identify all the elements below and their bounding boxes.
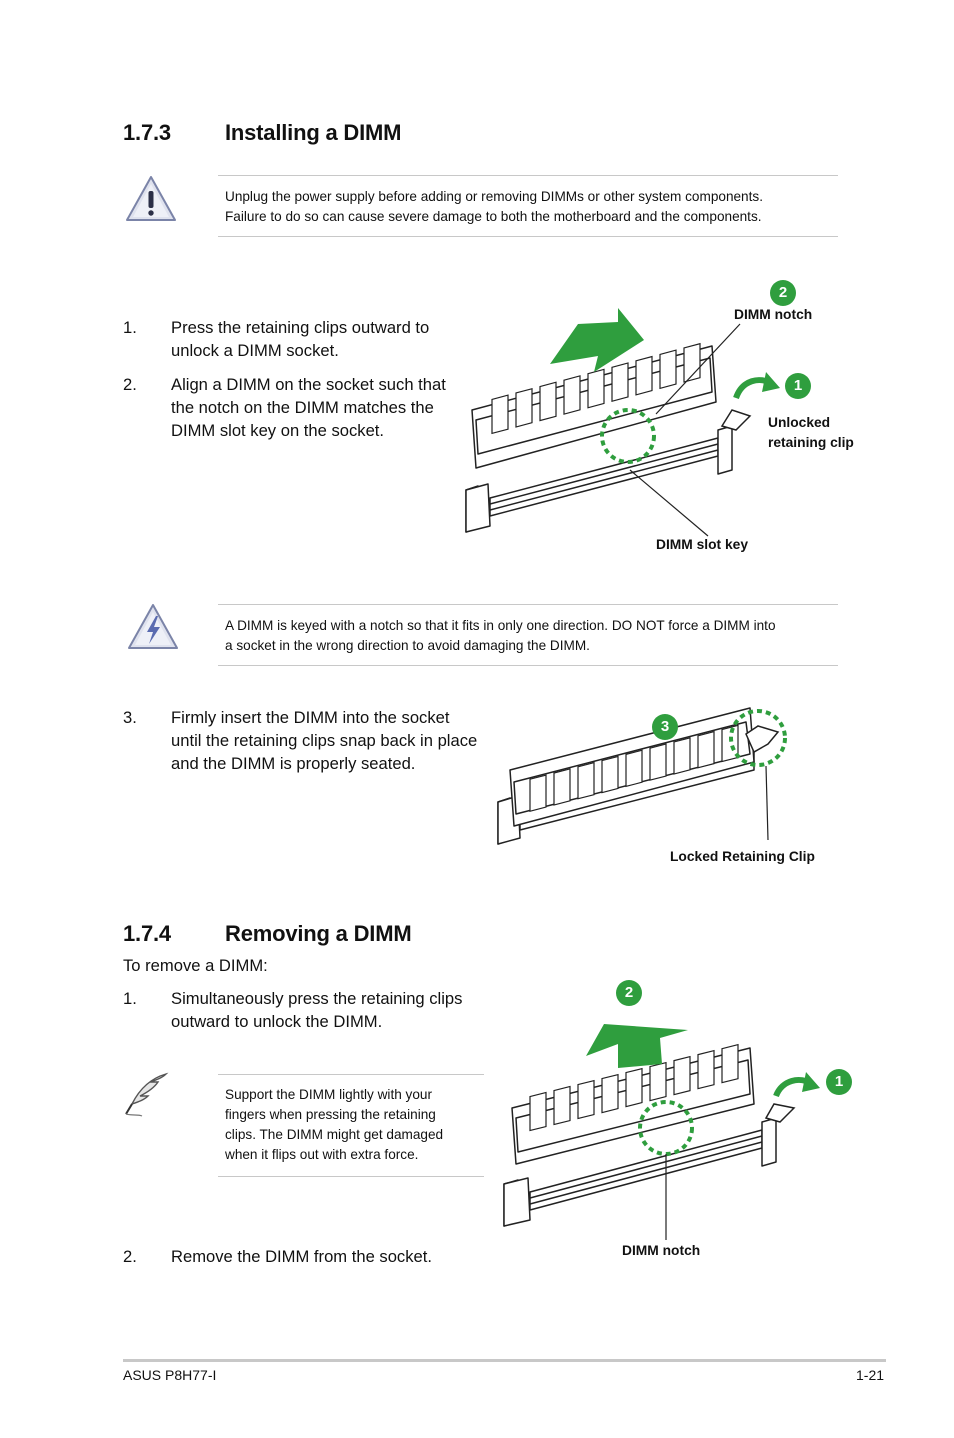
unlocked-clip-label-2: retaining clip	[768, 435, 854, 450]
support-line-2: fingers when pressing the retaining	[225, 1107, 436, 1122]
section-title: Installing a DIMM	[225, 120, 402, 145]
support-line-1: Support the DIMM lightly with your	[225, 1087, 433, 1102]
step-line: Align a DIMM on the socket such that	[171, 375, 446, 394]
caution-line-2: a socket in the wrong direction to avoid…	[225, 638, 590, 653]
dimm-remove-figure	[503, 1024, 820, 1240]
step-line: Firmly insert the DIMM into the socket	[171, 708, 450, 727]
step-line: outward to unlock the DIMM.	[171, 1012, 383, 1031]
step-line: DIMM slot key on the socket.	[171, 421, 385, 440]
section-heading-1-7-4: 1.7.4 Removing a DIMM	[123, 921, 623, 949]
footer-product: ASUS P8H77-I	[123, 1367, 217, 1383]
support-line-3: clips. The DIMM might get damaged	[225, 1127, 444, 1142]
dimm-notch-label: DIMM notch	[622, 1243, 701, 1258]
section-heading-1-7-3: 1.7.3 Installing a DIMM	[123, 120, 623, 148]
footer-rule	[123, 1359, 886, 1362]
caution-line-1: A DIMM is keyed with a notch so that it …	[225, 618, 776, 633]
step-number: 2.	[123, 1247, 137, 1266]
badge-2: 2	[616, 980, 642, 1006]
step-line: the notch on the DIMM matches the	[171, 398, 434, 417]
step-number: 2.	[123, 375, 137, 394]
section-number: 1.7.3	[123, 120, 171, 145]
dimm-install-figure	[465, 308, 780, 537]
install-step-2: 2. Align a DIMM on the socket such that …	[123, 373, 473, 443]
locked-clip-label: Locked Retaining Clip	[670, 849, 815, 864]
support-line-4: when it flips out with extra force.	[225, 1147, 419, 1162]
step-line: Remove the DIMM from the socket.	[171, 1247, 432, 1266]
dimm-slot-key-label: DIMM slot key	[656, 537, 748, 552]
section-number: 1.7.4	[123, 921, 171, 946]
remove-intro: To remove a DIMM:	[123, 956, 268, 975]
badge-1: 1	[785, 373, 811, 399]
warning-note: Unplug the power supply before adding or…	[218, 175, 838, 237]
step-number: 3.	[123, 708, 137, 727]
feather-pen-icon	[125, 1072, 169, 1117]
dimm-seated-figure	[497, 707, 787, 845]
footer-page-number: 1-21	[856, 1367, 885, 1383]
step-line: unlock a DIMM socket.	[171, 341, 339, 360]
remove-step-2: 2. Remove the DIMM from the socket.	[123, 1245, 493, 1268]
section-title: Removing a DIMM	[225, 921, 412, 946]
step-line: Press the retaining clips outward to	[171, 318, 430, 337]
caution-icon	[128, 604, 178, 649]
badge-1: 1	[826, 1069, 852, 1095]
remove-step-1: 1. Simultaneously press the retaining cl…	[123, 987, 493, 1035]
step-number: 1.	[123, 318, 137, 337]
step-number: 1.	[123, 989, 137, 1008]
support-note: Support the DIMM lightly with your finge…	[218, 1074, 484, 1177]
step-line: and the DIMM is properly seated.	[171, 754, 416, 773]
install-step-3: 3. Firmly insert the DIMM into the socke…	[123, 706, 503, 776]
badge-2: 2	[770, 280, 796, 306]
install-step-1: 1. Press the retaining clips outward to …	[123, 316, 473, 364]
dimm-notch-label: DIMM notch	[734, 307, 813, 322]
warning-line-1: Unplug the power supply before adding or…	[225, 189, 763, 204]
badge-3: 3	[652, 714, 678, 740]
step-line: until the retaining clips snap back in p…	[171, 731, 478, 750]
step-line: Simultaneously press the retaining clips	[171, 989, 463, 1008]
warning-line-2: Failure to do so can cause severe damage…	[225, 209, 762, 224]
caution-note: A DIMM is keyed with a notch so that it …	[218, 604, 838, 666]
unlocked-clip-label-1: Unlocked	[768, 415, 831, 430]
warning-icon	[126, 176, 176, 221]
